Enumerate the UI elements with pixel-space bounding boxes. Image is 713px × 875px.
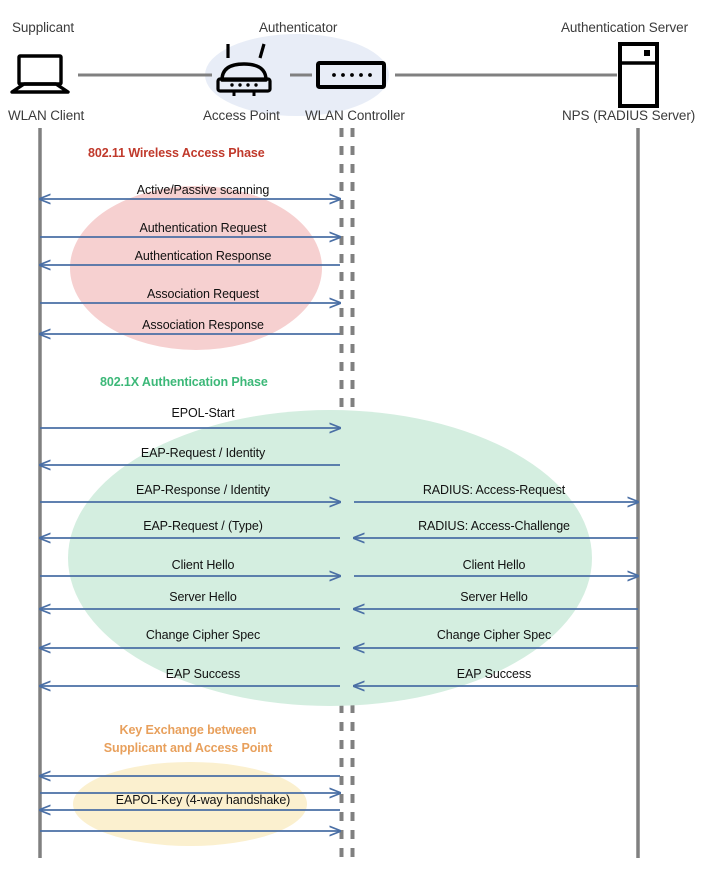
- phase-title-key-exchange-line-2: Supplicant and Access Point: [103, 741, 273, 755]
- label-msg-server-hello-right: Server Hello: [460, 590, 528, 604]
- role-label-supplicant: Supplicant: [12, 20, 75, 35]
- server-rack-icon: [618, 42, 659, 108]
- label-msg-radius-access-request: RADIUS: Access-Request: [422, 483, 566, 497]
- laptop-icon: [10, 54, 70, 94]
- network-controller-icon: [316, 61, 386, 89]
- wireless-router-icon: [216, 43, 272, 96]
- node-label-nps-radius-server: NPS (RADIUS Server): [562, 108, 696, 123]
- label-msg-eap-request-identity: EAP-Request / Identity: [140, 446, 266, 460]
- node-label-wlan-client: WLAN Client: [8, 108, 85, 123]
- label-msg-radius-access-challenge: RADIUS: Access-Challenge: [418, 519, 570, 533]
- label-msg-association-request: Association Request: [146, 287, 260, 301]
- label-msg-eap-response-identity: EAP-Response / Identity: [136, 483, 270, 497]
- label-msg-eap-request-type: EAP-Request / (Type): [143, 519, 263, 533]
- label-msg-authentication-response: Authentication Response: [134, 249, 272, 263]
- phase-title-802-11-wireless-access: 802.11 Wireless Access Phase: [88, 146, 265, 160]
- role-label-authentication-server: Authentication Server: [561, 20, 688, 35]
- label-msg-eap-success-left: EAP Success: [165, 667, 241, 681]
- label-msg-change-cipher-spec-left: Change Cipher Spec: [145, 628, 261, 642]
- phase-title-key-exchange-line-1: Key Exchange between: [119, 723, 257, 737]
- phase-802-11-wireless-access-ellipse: [70, 186, 322, 350]
- label-msg-eap-success-right: EAP Success: [456, 667, 532, 681]
- phase-key-exchange-ellipse: [73, 762, 307, 846]
- phase-title-key-exchange: Key Exchange between Supplicant and Acce…: [93, 721, 283, 757]
- label-msg-eapol-key-3: EAPOL-Key (4-way handshake): [115, 793, 291, 807]
- node-label-access-point: Access Point: [203, 108, 280, 123]
- label-msg-server-hello-left: Server Hello: [169, 590, 237, 604]
- phase-title-802-1x-authentication: 802.1X Authentication Phase: [100, 375, 268, 389]
- label-msg-authentication-request: Authentication Request: [139, 221, 267, 235]
- label-msg-client-hello-left: Client Hello: [171, 558, 235, 572]
- label-msg-change-cipher-spec-right: Change Cipher Spec: [436, 628, 552, 642]
- node-label-wlan-controller: WLAN Controller: [305, 108, 405, 123]
- label-msg-active-passive-scanning: Active/Passive scanning: [136, 183, 270, 197]
- label-msg-client-hello-right: Client Hello: [462, 558, 526, 572]
- label-msg-eapol-start: EPOL-Start: [171, 406, 235, 420]
- phase-802-1x-authentication-ellipse: [68, 410, 592, 706]
- label-msg-association-response: Association Response: [142, 318, 264, 332]
- role-label-authenticator: Authenticator: [259, 20, 338, 35]
